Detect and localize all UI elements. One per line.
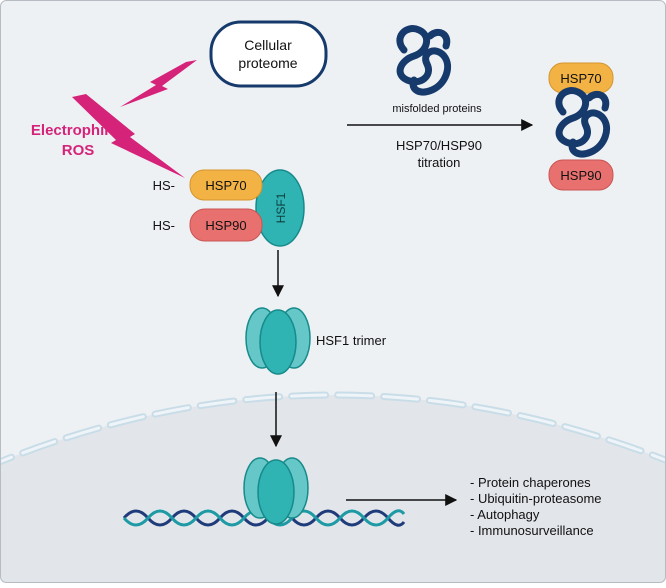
outcome-item: - Ubiquitin-proteasome [470,491,602,506]
nucleus-region [0,395,666,583]
complex-hsp90: HSP90 [189,208,263,242]
stressor-electrophiles: Electrophiles [31,122,125,139]
proteome-line2: proteome [238,55,297,71]
proteome-line1: Cellular [244,37,292,53]
lightning-bolt-icon [120,60,197,107]
misfolded-protein-icon [396,25,451,96]
complex-hsp70: HSP70 [189,169,263,201]
misfolded-proteins-label: misfolded proteins [392,103,482,115]
outcome-list: - Protein chaperones - Ubiquitin-proteas… [470,475,602,538]
lightning-bolt-icon [72,94,185,178]
complex-hsp70-label: HSP70 [205,178,246,193]
hsf1-trimer-label: HSF1 trimer [316,333,387,348]
titration-line1: HSP70/HSP90 [396,138,482,153]
bound-hsp90-label: HSP90 [560,168,601,183]
hs-label-1: HS- [153,178,175,193]
nuclear-membrane-inner [0,393,666,472]
stressor-ros: ROS [62,142,95,159]
cellular-proteome-node: Cellular proteome [209,20,328,88]
hsf1-label: HSF1 [274,192,288,223]
bound-hsp70-label: HSP70 [560,71,601,86]
hs-label-2: HS- [153,218,175,233]
outcome-item: - Protein chaperones [470,475,591,490]
bound-hsp70: HSP70 [548,62,614,94]
bound-hsp90: HSP90 [548,159,614,191]
outcome-item: - Immunosurveillance [470,523,594,538]
hsf1-trimer-icon [243,457,309,525]
misfolded-protein-icon [555,87,610,158]
hsf1-trimer-icon [245,307,311,375]
titration-line2: titration [418,155,461,170]
hsf1-monomer: HSF1 [255,169,305,247]
complex-hsp90-label: HSP90 [205,218,246,233]
outcome-item: - Autophagy [470,507,540,522]
